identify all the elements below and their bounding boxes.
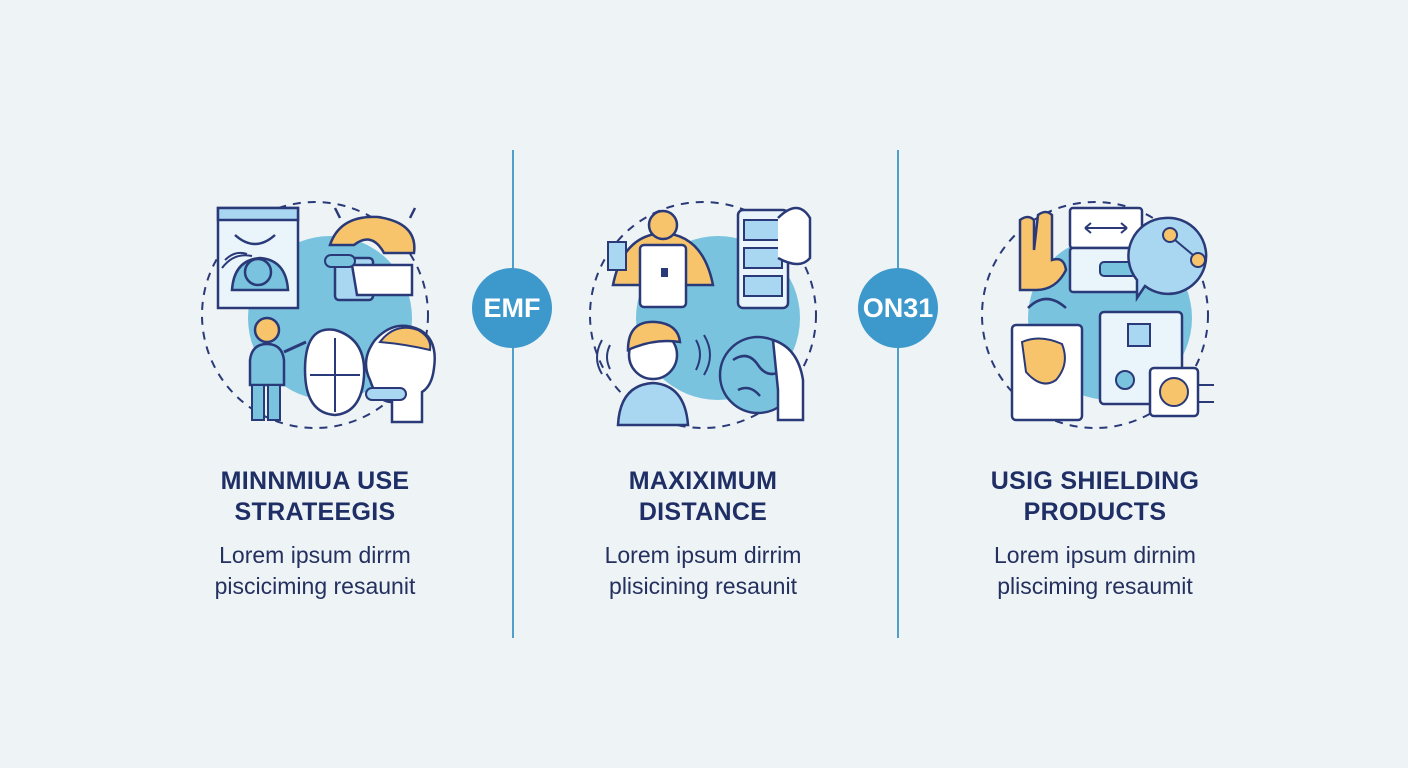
step-text-line2: plisicining resaunit: [609, 573, 797, 599]
step-minimal-use: MINNMIUA USE STRATEEGIS Lorem ipsum dirr…: [165, 190, 465, 602]
step-maximum-distance: MAXIXIMUM DISTANCE Lorem ipsum dirrim pl…: [553, 190, 853, 602]
step-text-line2: plisciming resaumit: [997, 573, 1193, 599]
step-title-line2: PRODUCTS: [1023, 498, 1167, 526]
divider-right: [897, 150, 899, 638]
step-text-line1: Lorem ipsum dirrm: [219, 542, 411, 568]
step-title-line1: USIG SHIELDING: [990, 467, 1200, 495]
step-text-line2: pisciciming resaunit: [214, 573, 416, 599]
step-text-line1: Lorem ipsum dirrim: [604, 542, 802, 568]
step-shielding-products: USIG SHIELDING PRODUCTS Lorem ipsum dirn…: [945, 190, 1245, 602]
step-title-line2: STRATEEGIS: [234, 498, 396, 526]
step-title-line1: MINNMIUA USE: [220, 467, 410, 495]
mobile-use-icon: [201, 201, 436, 429]
distance-icon: [589, 201, 817, 429]
emf-badge: EMF: [472, 268, 552, 348]
step-title-line2: DISTANCE: [638, 498, 768, 526]
divider-left: [512, 150, 514, 638]
on31-badge: ON31: [858, 268, 938, 348]
step-title-line1: MAXIXIMUM: [628, 467, 778, 495]
shielding-products-icon: [981, 201, 1214, 429]
step-text-line1: Lorem ipsum dirnim: [994, 542, 1196, 568]
